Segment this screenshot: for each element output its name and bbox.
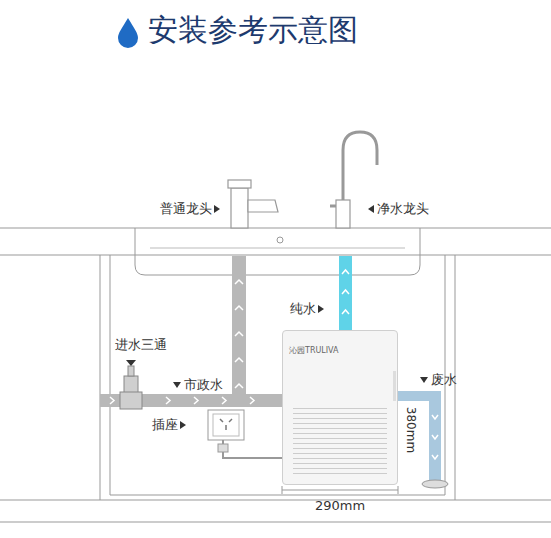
- pipe-label: 废水: [431, 372, 457, 388]
- part-label: 插座: [152, 417, 178, 433]
- pipe-label: 纯水: [290, 301, 316, 317]
- purifier-faucet: [330, 132, 377, 228]
- tee-valve: [120, 366, 142, 409]
- part-label: 进水三通: [115, 337, 167, 353]
- brand-name: 沁园TRULIVA: [289, 345, 339, 356]
- dimension: 380mm: [404, 407, 418, 453]
- title: 安装参考示意图: [148, 10, 358, 49]
- floor-drain: [422, 480, 448, 488]
- purifier-unit: 沁园TRULIVA: [282, 330, 398, 485]
- supply-pipe: [232, 256, 246, 404]
- dimension-line: [282, 486, 398, 494]
- pipe-label: 市政水: [184, 377, 223, 393]
- faucet-label: 普通龙头: [160, 201, 212, 217]
- socket: [208, 410, 290, 470]
- cabinet: [0, 255, 551, 522]
- pure-water-pipe: [339, 256, 352, 332]
- dimension: 290mm: [315, 498, 365, 514]
- countertop: [0, 228, 551, 275]
- drop-icon: [118, 18, 138, 48]
- normal-faucet: [228, 180, 278, 228]
- waste-pipe: [398, 391, 441, 480]
- faucet-label: 净水龙头: [377, 201, 429, 217]
